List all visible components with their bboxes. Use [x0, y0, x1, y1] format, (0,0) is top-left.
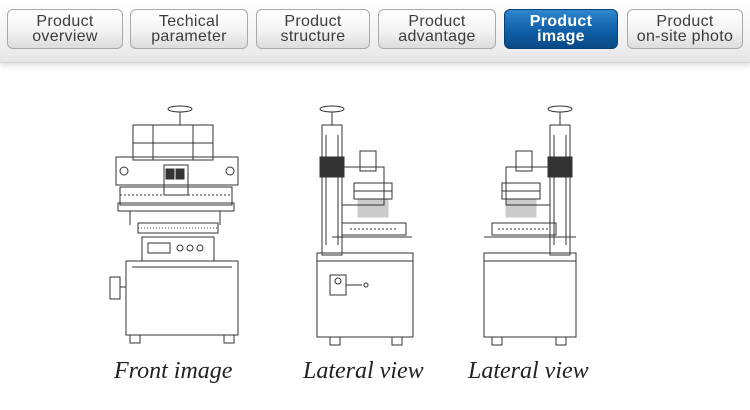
- tab-label-line2: on-site photo: [636, 28, 734, 45]
- tab-label-line1: Product: [656, 13, 714, 30]
- tab-label-line2: parameter: [151, 28, 227, 45]
- tab-label-line1: Product: [529, 13, 593, 30]
- tab-product-overview[interactable]: Product overview: [7, 9, 123, 49]
- tab-product-onsite-photo[interactable]: Product on-site photo: [627, 9, 743, 49]
- caption-lateral-view-right: Lateral view: [468, 358, 589, 384]
- tab-label-line2: overview: [32, 28, 98, 45]
- tab-bar: Product overview Techical parameter Prod…: [0, 0, 750, 63]
- tab-technical-parameter[interactable]: Techical parameter: [130, 9, 248, 49]
- tab-product-advantage[interactable]: Product advantage: [378, 9, 496, 49]
- caption-front-image: Front image: [114, 358, 233, 384]
- tab-product-structure[interactable]: Product structure: [256, 9, 370, 49]
- caption-lateral-view-left: Lateral view: [303, 358, 424, 384]
- lateral-view-drawing-right: [480, 95, 590, 350]
- tab-label-line1: Product: [36, 13, 94, 30]
- tab-label-line2: structure: [280, 28, 346, 45]
- tab-label-line2: advantage: [398, 28, 476, 45]
- lateral-view-drawing-left: [302, 95, 422, 350]
- tab-label-line1: Techical: [158, 13, 220, 30]
- tab-label-line2: image: [537, 28, 585, 45]
- front-view-drawing: [108, 95, 248, 350]
- tab-label-line1: Product: [284, 13, 342, 30]
- tab-label-line1: Product: [408, 13, 466, 30]
- tab-product-image[interactable]: Product image: [504, 9, 618, 49]
